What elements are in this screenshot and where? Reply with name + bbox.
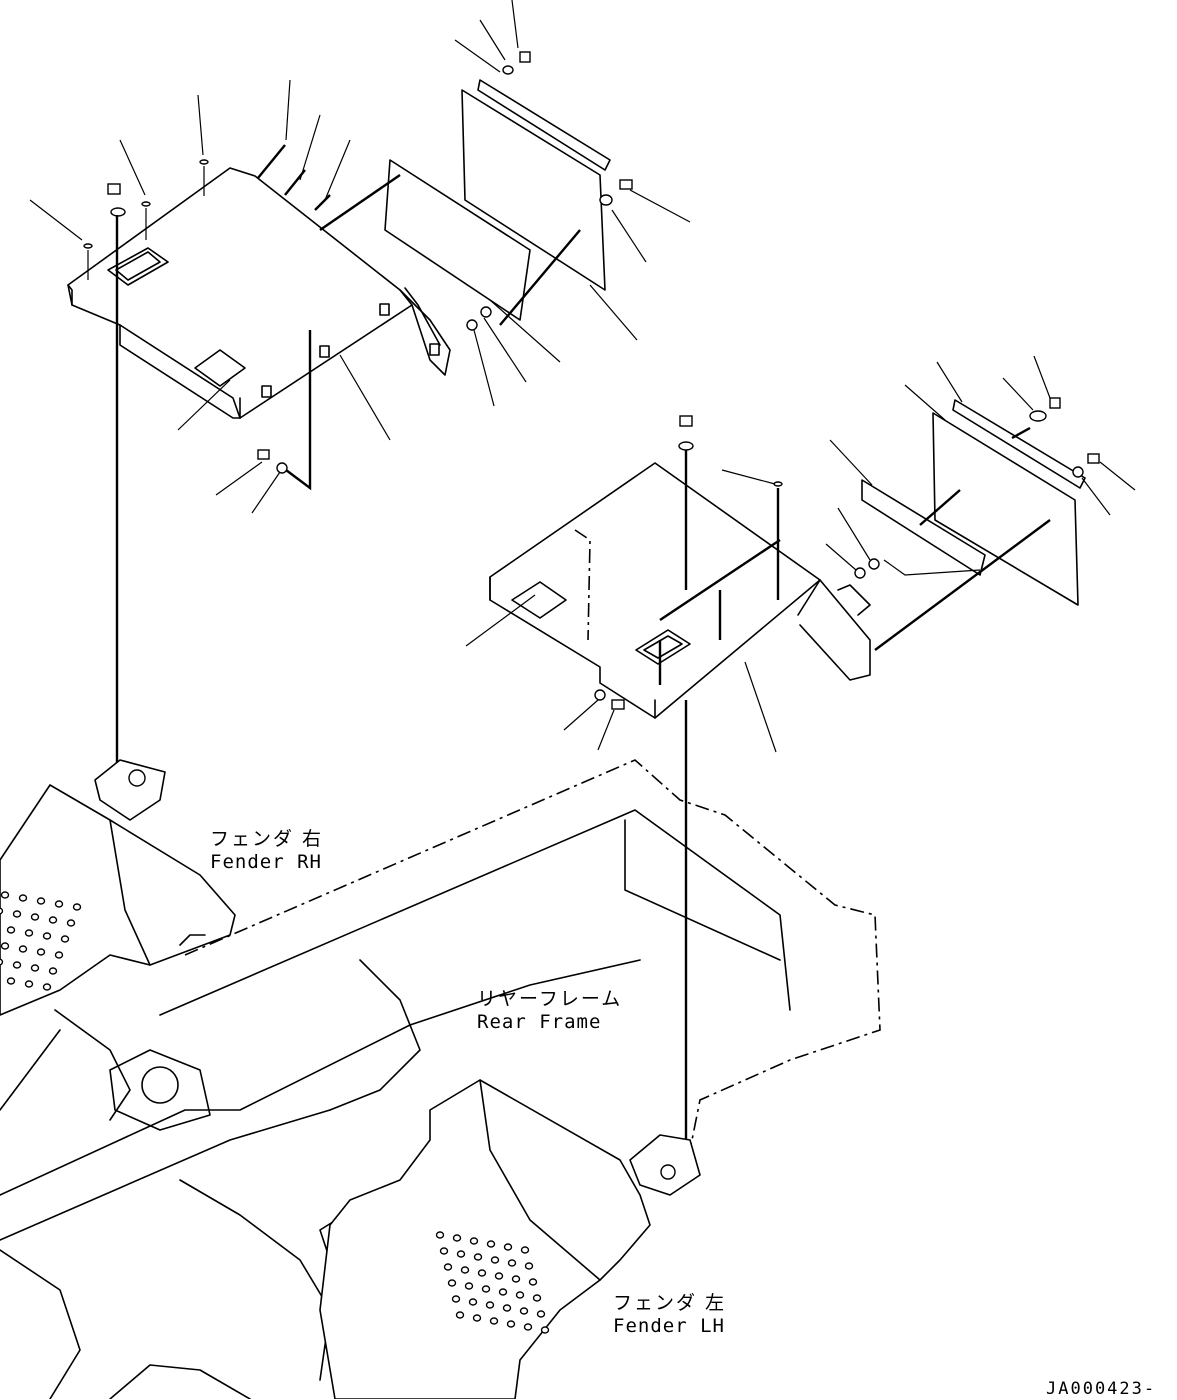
perforation-hole	[6, 977, 16, 985]
fender-lh-label-jp: フェンダ 左	[613, 1292, 727, 1314]
perforation-hole	[464, 1282, 474, 1290]
fender-rh-side-bracket	[384, 79, 611, 321]
perforation-hole	[489, 1317, 499, 1325]
perforation-hole	[536, 1310, 546, 1318]
perforation-hole	[532, 1294, 542, 1302]
perforation-hole	[515, 1291, 525, 1299]
perforation-hole	[0, 907, 4, 915]
fender-lh-fasteners	[594, 397, 1100, 1150]
perforation-hole	[502, 1304, 512, 1312]
perforation-hole	[469, 1237, 479, 1245]
perforation-hole	[452, 1234, 462, 1242]
perforation-hole	[472, 1314, 482, 1322]
fender-rh-label-en: Fender RH	[210, 851, 322, 873]
perforation-hole	[0, 942, 10, 950]
fender-rh-body	[0, 759, 236, 1016]
perforation-hole	[511, 1275, 521, 1283]
fender-lh-body	[319, 1079, 701, 1399]
perforation-hole	[6, 926, 16, 934]
perforation-hole	[48, 916, 58, 924]
perforation-hole	[42, 932, 52, 940]
perforation-hole	[490, 1256, 500, 1264]
rear-frame-label-en: Rear Frame	[477, 1011, 602, 1033]
perforation-hole	[447, 1279, 457, 1287]
perforation-hole	[24, 980, 34, 988]
fender-lh-cover-plate	[489, 462, 871, 719]
perforation-hole	[485, 1301, 495, 1309]
fender-lh-side-bracket	[861, 399, 1086, 606]
perforation-hole	[54, 951, 64, 959]
perforation-hole	[481, 1285, 491, 1293]
perforation-hole	[60, 935, 70, 943]
perforation-hole	[486, 1240, 496, 1248]
fender-lh-leader-lines	[465, 355, 1136, 753]
perforation-hole	[520, 1246, 530, 1254]
perforation-hole	[456, 1250, 466, 1258]
fender-rh-fasteners	[83, 51, 633, 785]
perforation-hole	[0, 958, 4, 966]
perforation-hole	[435, 1231, 445, 1239]
fender-lh-label-en: Fender LH	[613, 1315, 725, 1337]
perforation-hole	[30, 964, 40, 972]
perforation-hole	[498, 1288, 508, 1296]
perforation-hole	[12, 910, 22, 918]
perforation-hole	[519, 1307, 529, 1315]
perforation-hole	[439, 1247, 449, 1255]
perforation-hole	[18, 945, 28, 953]
perforation-hole	[36, 897, 46, 905]
rear-frame-label-jp: リヤーフレーム	[477, 988, 623, 1010]
perforation-hole	[540, 1326, 550, 1334]
perforation-hole	[503, 1243, 513, 1251]
perforation-hole	[66, 919, 76, 927]
perforation-hole	[468, 1298, 478, 1306]
fender-rh-leader-lines	[29, 0, 691, 514]
perforation-hole	[523, 1323, 533, 1331]
perforation-hole	[477, 1269, 487, 1277]
perforation-hole	[48, 967, 58, 975]
perforation-hole	[460, 1266, 470, 1274]
perforation-hole	[473, 1253, 483, 1261]
perforation-hole	[18, 894, 28, 902]
perforation-hole	[12, 961, 22, 969]
fender-rh-perforations	[0, 891, 82, 991]
perforation-hole	[30, 913, 40, 921]
drawing-code: JA000423-	[1046, 1379, 1157, 1399]
perforation-hole	[36, 948, 46, 956]
perforation-hole	[451, 1295, 461, 1303]
fender-rh-label-jp: フェンダ 右	[210, 828, 324, 850]
perforation-hole	[455, 1311, 465, 1319]
perforation-hole	[24, 929, 34, 937]
perforation-hole	[528, 1278, 538, 1286]
perforation-hole	[0, 891, 10, 899]
perforation-hole	[443, 1263, 453, 1271]
perforation-hole	[524, 1262, 534, 1270]
perforation-hole	[42, 983, 52, 991]
fender-lh-perforations	[435, 1231, 550, 1334]
perforation-hole	[507, 1259, 517, 1267]
perforation-hole	[72, 903, 82, 911]
perforation-hole	[506, 1320, 516, 1328]
perforation-hole	[494, 1272, 504, 1280]
fender-rh-cover-plate	[67, 167, 451, 419]
perforation-hole	[54, 900, 64, 908]
